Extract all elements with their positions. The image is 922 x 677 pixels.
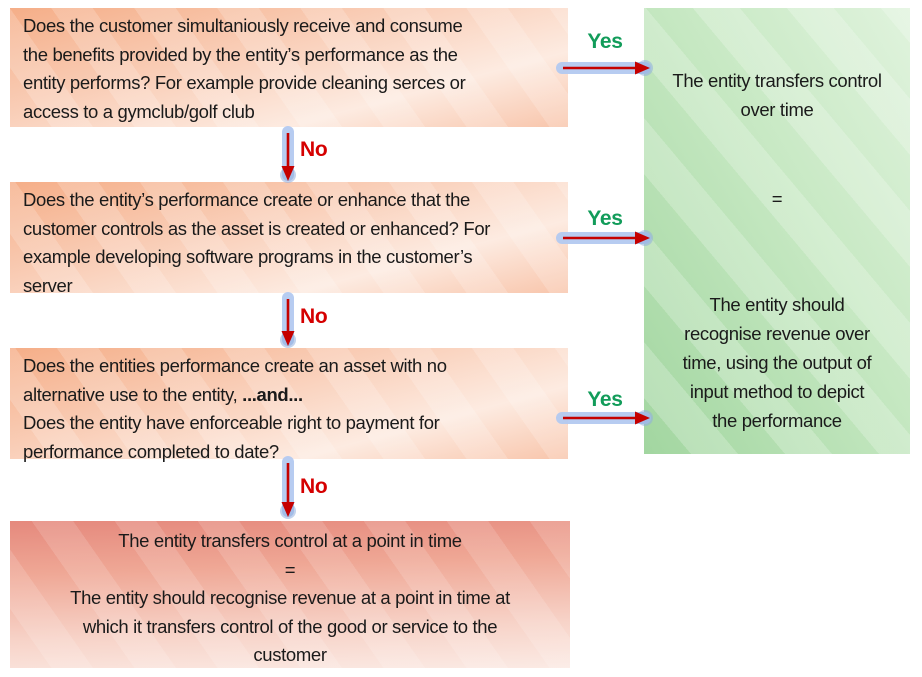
question-box-1: Does the customer simultaniously receive… xyxy=(10,8,568,127)
yes-label-3: Yes xyxy=(587,388,623,411)
no-label-3: No xyxy=(300,475,328,498)
result-box-point-in-time: The entity transfers control at a point … xyxy=(10,521,570,668)
yes-arrow-3 xyxy=(556,410,653,426)
yes-label-2: Yes xyxy=(587,207,623,230)
yes-label-1: Yes xyxy=(587,30,623,53)
yes-arrow-1 xyxy=(556,60,653,76)
no-arrow-1 xyxy=(280,126,296,183)
no-arrow-3 xyxy=(280,456,296,519)
question-box-3: Does the entities performance create an … xyxy=(10,348,568,462)
question-box-2: Does the entity’s performance create or … xyxy=(10,182,568,296)
no-label-1: No xyxy=(300,138,328,161)
result-box-point-in-time-text: The entity transfers control at a point … xyxy=(70,530,510,665)
result-box-over-time-equals: = xyxy=(771,188,783,209)
question-box-1-text: Does the customer simultaniously receive… xyxy=(23,15,466,122)
yes-arrow-2 xyxy=(556,230,653,246)
question-box-2-text: Does the entity’s performance create or … xyxy=(23,189,491,296)
no-label-2: No xyxy=(300,305,328,328)
question-box-3-text: Does the entities performance create an … xyxy=(23,355,447,462)
no-arrow-2 xyxy=(280,292,296,348)
